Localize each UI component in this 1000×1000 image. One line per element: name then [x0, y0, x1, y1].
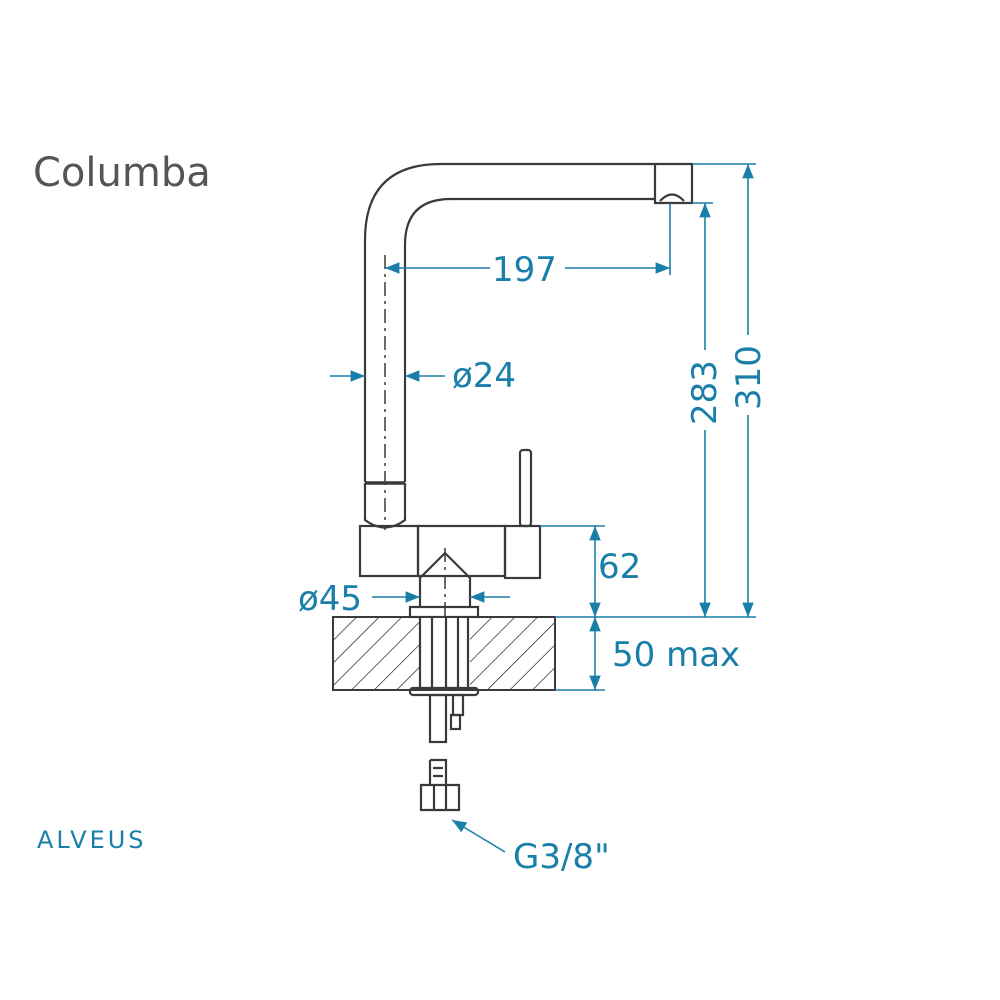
flange: [408, 605, 480, 619]
spout-lower: [363, 483, 407, 529]
body-left: [358, 524, 420, 578]
dim-countertop-thickness: 50 max: [612, 635, 740, 675]
dimension-lines: [330, 163, 756, 853]
faucet-drawing: [332, 162, 694, 812]
mounting-hole: [419, 618, 470, 689]
lever-block: [503, 524, 542, 580]
supply-hose-small: [451, 693, 465, 717]
lever: [518, 448, 533, 528]
aerator: [659, 193, 685, 202]
dim-outlet-height: 283: [685, 360, 725, 425]
dim-connection: G3/8": [513, 837, 610, 877]
supply-hose: [428, 693, 448, 744]
dim-base-diameter: ø45: [298, 579, 362, 619]
connector-fitting: [419, 758, 461, 812]
dim-spout-diameter: ø24: [452, 356, 516, 396]
dim-spout-reach: 197: [492, 250, 557, 290]
brand-logo: ALVEUS: [37, 826, 147, 854]
dim-body-height: 62: [598, 547, 641, 587]
dim-total-height: 310: [729, 345, 769, 410]
shank: [418, 618, 470, 689]
hose-end: [449, 713, 462, 731]
spout-outline: [363, 162, 694, 482]
product-title: Columba: [33, 150, 211, 196]
